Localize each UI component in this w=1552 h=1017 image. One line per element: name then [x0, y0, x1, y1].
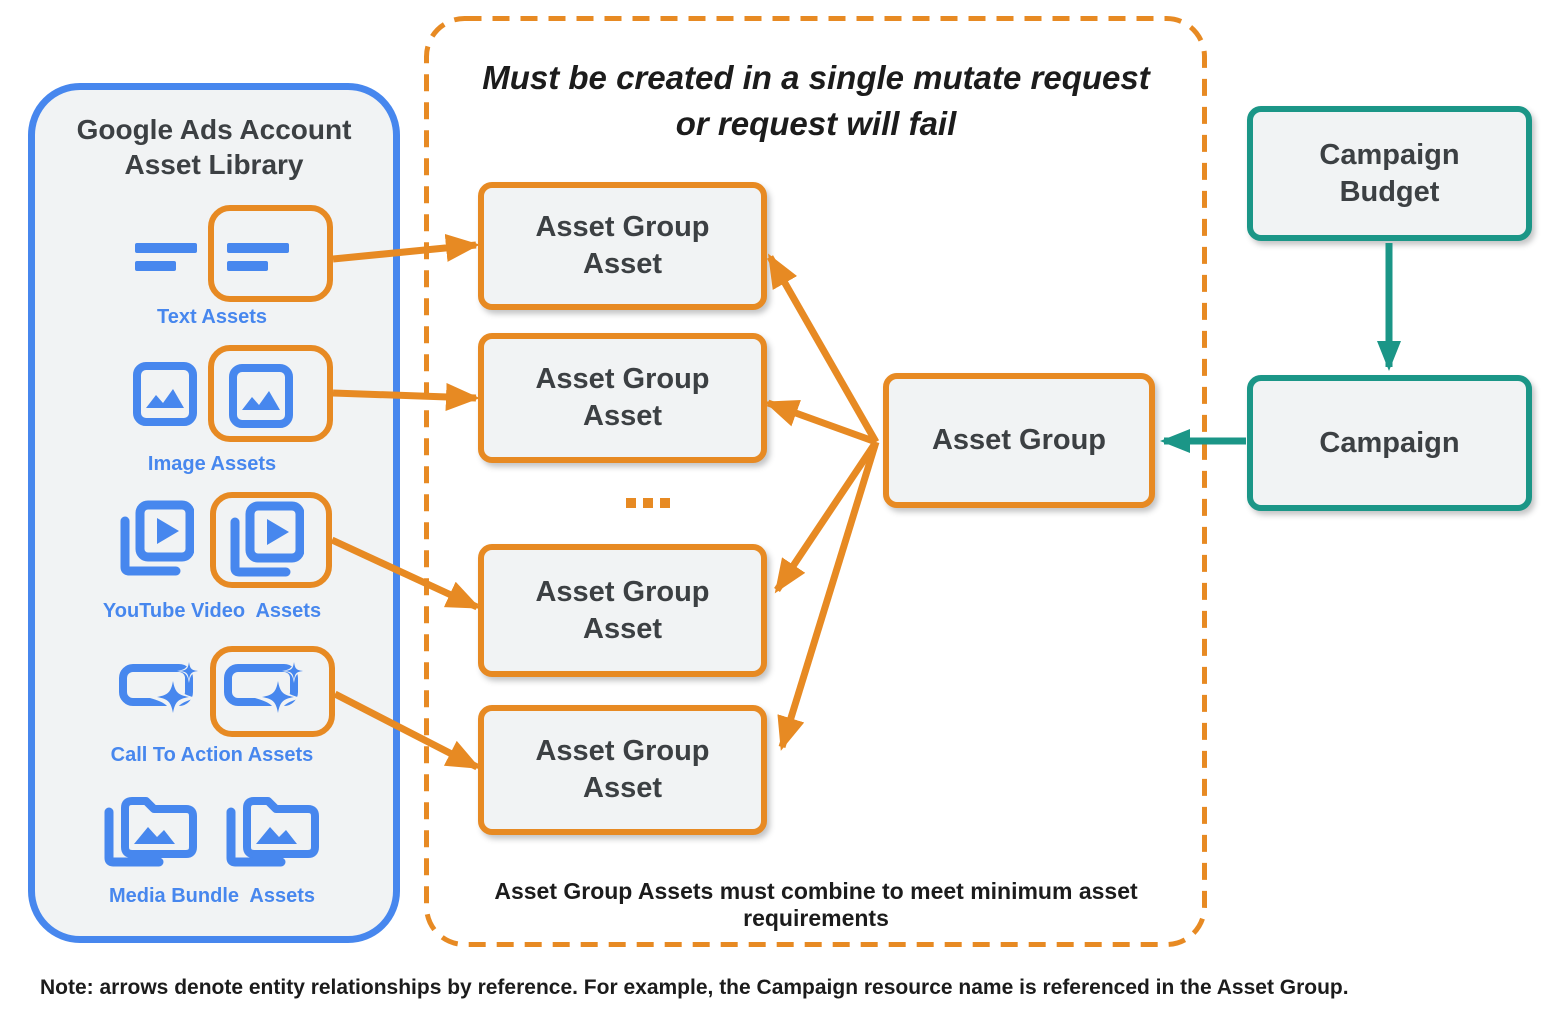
- campaign-box: Campaign: [1247, 375, 1532, 511]
- label-youtube-video-assets: YouTube Video Assets: [102, 600, 322, 622]
- call-to-action-asset-icon: [119, 659, 205, 721]
- label-text-assets: Text Assets: [156, 306, 268, 328]
- label-media-bundle-assets: Media Bundle Assets: [109, 885, 315, 907]
- label-image-assets: Image Assets: [147, 453, 277, 475]
- image-asset-highlight-box: [208, 345, 333, 442]
- image-asset-icon-selected: [229, 364, 293, 428]
- arrow-asset-group-to-box1: [766, 253, 880, 444]
- mutate-caption: Asset Group Assets must combine to meet …: [494, 878, 1138, 931]
- mutate-title-line2: or request will fail: [675, 105, 957, 142]
- ellipsis: [626, 498, 670, 508]
- media-bundle-asset-icon-2: [223, 786, 319, 868]
- text-asset-icon: [135, 243, 197, 271]
- arrow-asset-group-to-box3: [774, 440, 879, 594]
- call-to-action-highlight-box: [210, 646, 335, 737]
- footer-note: Note: arrows denote entity relationships…: [40, 976, 1349, 999]
- arrow-asset-group-to-box4: [777, 440, 880, 751]
- media-bundle-asset-icon: [101, 786, 197, 868]
- arrow-asset-group-to-box2: [764, 399, 878, 446]
- campaign-budget-box: Campaign Budget: [1247, 106, 1532, 241]
- mutate-requirement-title: Must be created in a single mutate reque…: [436, 55, 1196, 147]
- text-asset-highlight-box: [208, 205, 333, 302]
- image-asset-icon: [133, 362, 197, 426]
- asset-library-title: Google Ads Account Asset Library: [76, 114, 352, 180]
- youtube-video-asset-icon: [116, 499, 195, 579]
- text-asset-icon-selected: [227, 243, 289, 271]
- mutate-title-line1: Must be created in a single mutate reque…: [482, 59, 1150, 96]
- label-call-to-action-assets: Call To Action Assets: [110, 744, 314, 766]
- asset-group-box: Asset Group: [883, 373, 1155, 508]
- youtube-video-asset-icon-selected: [226, 500, 305, 580]
- youtube-video-highlight-box: [210, 492, 332, 588]
- call-to-action-asset-icon-selected: [224, 659, 310, 721]
